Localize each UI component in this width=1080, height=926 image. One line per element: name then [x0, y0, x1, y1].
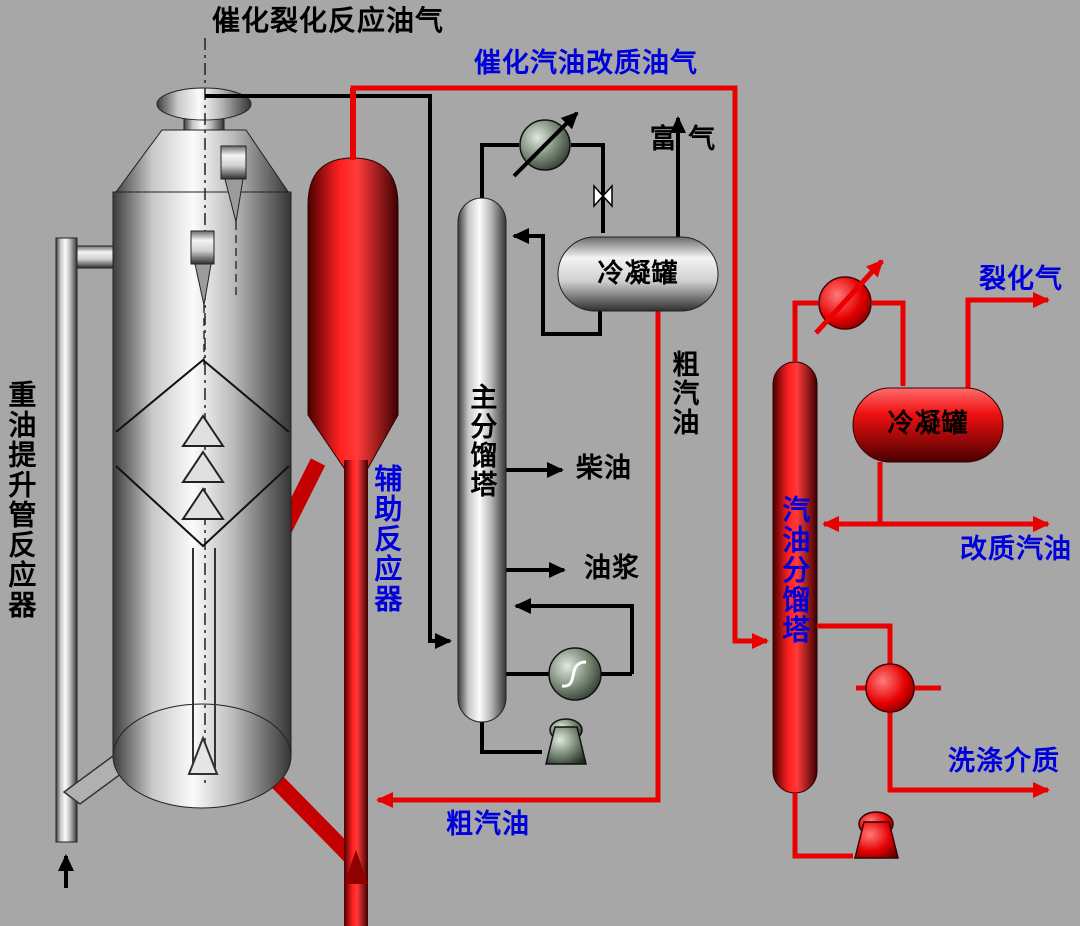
- label-upgraded-oil-gas: 催化汽油改质油气: [474, 48, 698, 79]
- label-auxiliary-reactor: 辅助反应器: [370, 464, 404, 614]
- label-cracked-gas: 裂化气: [979, 264, 1063, 295]
- riser-up-arrow: [344, 850, 368, 884]
- cyclone-internals: [190, 145, 247, 370]
- reflux-line: [512, 228, 602, 336]
- tower-overhead-line-a: [480, 143, 519, 199]
- label-condenser-right: 冷凝罐: [887, 409, 969, 439]
- overhead-cooler-right: [814, 259, 884, 335]
- aux-riser-pipe: [344, 460, 368, 926]
- red-process-lines: [350, 85, 769, 808]
- red-bottoms-line: [792, 793, 853, 859]
- riser-tube: [187, 548, 219, 775]
- crude-gasoline-line: [376, 311, 661, 808]
- overhead-cooler-main: [512, 111, 579, 178]
- stripper-internals: [115, 358, 290, 548]
- label-gasoline-fractionator: 汽油分馏塔: [778, 495, 812, 645]
- reactor-offgas-line: [205, 94, 452, 649]
- black-process-lines: [205, 94, 686, 754]
- slurry-exchanger: [548, 647, 602, 701]
- label-rich-gas: 富 气: [649, 124, 717, 155]
- upgraded-oil-gas-line: [350, 85, 769, 649]
- label-main-fractionator: 主分馏塔: [465, 383, 497, 499]
- valve-icon: [593, 184, 613, 208]
- label-washing-medium: 洗涤介质: [948, 746, 1060, 777]
- bottom-pump-right: [854, 811, 899, 859]
- cooler-arrow-icon: [814, 259, 884, 335]
- label-upgraded-gasoline: 改质汽油: [960, 534, 1072, 565]
- red-overhead-line-a: [792, 300, 818, 362]
- tower-overhead-line-b: [571, 143, 605, 233]
- slurry-pump: [545, 718, 587, 765]
- label-crude-gasoline-return: 粗汽油: [446, 809, 530, 840]
- main-fractionator-vessel: [457, 197, 507, 723]
- slurry-return-line: [514, 598, 634, 674]
- condenser-drum-right: [852, 387, 1004, 463]
- label-diesel: 柴油: [576, 453, 632, 484]
- condenser-drum-main: [557, 236, 719, 312]
- riser-reactor-vessel: [112, 38, 292, 809]
- label-crude-gasoline-side: 粗汽油: [667, 350, 699, 437]
- label-reactor-offgas: 催化裂化反应油气: [211, 4, 444, 37]
- red-overhead-line-b: [872, 300, 906, 386]
- coil-icon: [561, 660, 587, 688]
- cracked-gas-line: [965, 292, 1050, 388]
- label-slurry: 油浆: [584, 553, 640, 584]
- label-riser-reactor: 重油提升管反应器: [4, 380, 38, 620]
- auxiliary-reactor-vessel: [307, 88, 399, 926]
- cooler-arrow-icon: [512, 111, 579, 178]
- bottoms-pump-line: [480, 722, 542, 754]
- washing-cooler: [865, 663, 915, 713]
- label-condenser-main: 冷凝罐: [597, 259, 679, 289]
